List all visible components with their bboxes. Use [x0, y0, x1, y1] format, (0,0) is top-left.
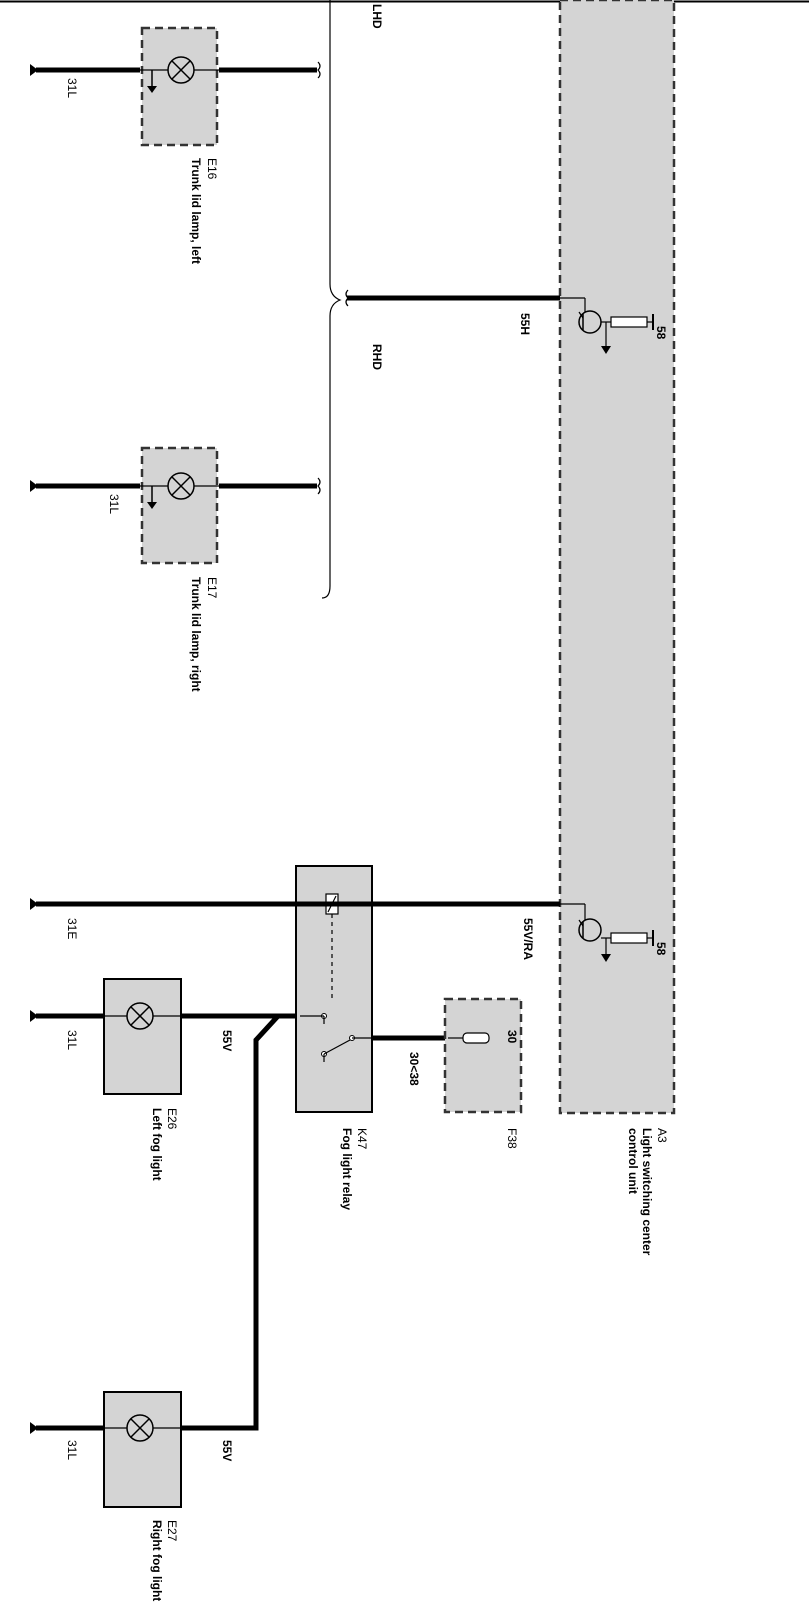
k47-ground-label: 31E: [65, 918, 79, 939]
e17-trunk-lamp-right[interactable]: 31L E17 Trunk lid lamp, right: [30, 446, 321, 692]
e26-box: [103, 978, 182, 1095]
a3-output-lower: 58: [560, 903, 668, 962]
k47-name: Fog light relay: [340, 1128, 354, 1210]
e16-ground-label: 31L: [65, 78, 79, 98]
e26-id: E26: [165, 1108, 179, 1130]
resistor-icon: [610, 316, 648, 328]
a3-output-upper: 58: [560, 297, 668, 354]
rhd-label: RHD: [370, 344, 384, 370]
f38-pin: 30: [505, 1030, 519, 1044]
ground-arrow-icon: [601, 346, 611, 354]
e16-ground-terminal: [30, 64, 38, 76]
e26-name: Left fog light: [150, 1108, 164, 1181]
ground-terminal: [30, 1010, 38, 1022]
k47-fog-light-relay[interactable]: K47 Fog light relay: [295, 865, 373, 1210]
resistor-icon: [610, 932, 648, 944]
e17-box: [140, 446, 219, 565]
e16-trunk-lamp-left[interactable]: 31L E16 Trunk lid lamp, left: [30, 26, 321, 264]
e16-name: Trunk lid lamp, left: [189, 158, 203, 264]
relay-switch-icon: [323, 1039, 351, 1055]
ground-terminal: [30, 1422, 38, 1434]
k47-feed-label: 30<38: [407, 1052, 421, 1086]
e26-left-fog-light[interactable]: 31L 55V E26 Left fog light: [30, 978, 296, 1181]
wire-55vra-label: 55V/RA: [521, 918, 535, 960]
lhd-label: LHD: [370, 4, 384, 29]
e27-id: E27: [165, 1520, 179, 1542]
variant-brace: LHD RHD: [321, 0, 384, 599]
e17-ground-terminal: [30, 480, 38, 492]
e27-supply-label: 55V: [220, 1440, 234, 1461]
a3-name-line1: Light switching center: [640, 1128, 654, 1256]
e27-box: [103, 1391, 182, 1508]
a3-name-line2: control unit: [626, 1128, 640, 1194]
k47-id: K47: [355, 1128, 369, 1150]
e17-ground-label: 31L: [107, 494, 121, 514]
e17-name: Trunk lid lamp, right: [189, 577, 203, 692]
a3-id: A3: [655, 1128, 669, 1143]
wire-55h-label: 55H: [518, 313, 532, 335]
ground-terminal: [30, 898, 38, 910]
e27-right-fog-light[interactable]: 31L 55V E27 Right fog light: [30, 1391, 234, 1601]
brace-line: [321, 0, 342, 599]
a3-pin-lower: 58: [654, 942, 668, 956]
fuse-icon: [462, 1032, 490, 1044]
f38-fuse[interactable]: 30 F38: [443, 997, 523, 1149]
f38-id: F38: [505, 1128, 519, 1149]
ground-arrow-icon: [601, 954, 611, 962]
transistor-icon: [578, 918, 602, 942]
f38-box: [443, 997, 523, 1114]
a3-label: A3 Light switching center control unit: [626, 1128, 669, 1256]
e26-supply-label: 55V: [220, 1030, 234, 1051]
e27-ground-label: 31L: [65, 1440, 79, 1460]
e16-id: E16: [205, 158, 219, 180]
e27-name: Right fog light: [150, 1520, 164, 1601]
e17-id: E17: [205, 577, 219, 599]
wire-55v-branch: [181, 1014, 280, 1431]
a3-pin-upper: 58: [654, 326, 668, 340]
e26-ground-label: 31L: [65, 1030, 79, 1050]
